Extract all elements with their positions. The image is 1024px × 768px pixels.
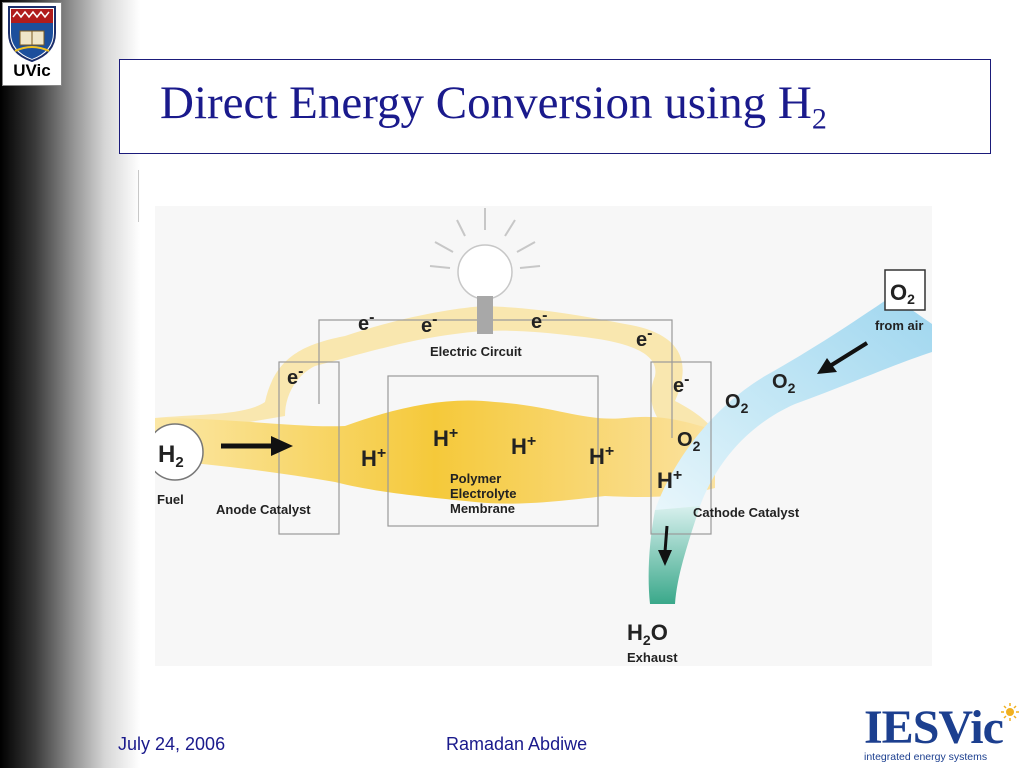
electron-label-4: e- bbox=[636, 325, 652, 351]
cathode-catalyst-box bbox=[650, 361, 712, 535]
proton-label-2: H+ bbox=[433, 425, 458, 451]
electron-label-3: e- bbox=[531, 307, 547, 333]
membrane-label-2: Electrolyte bbox=[450, 486, 516, 501]
electron-label-5: e- bbox=[287, 363, 303, 389]
o2-air-box bbox=[884, 269, 926, 311]
exhaust-label: Exhaust bbox=[627, 650, 678, 665]
from-air-label: from air bbox=[875, 318, 923, 333]
proton-label-4: H+ bbox=[589, 443, 614, 469]
h2o-label: H2O bbox=[627, 620, 668, 648]
iesvic-tagline: integrated energy systems bbox=[864, 751, 988, 763]
anode-catalyst-label: Anode Catalyst bbox=[216, 502, 311, 517]
proton-label-3: H+ bbox=[511, 433, 536, 459]
exhaust-arrow-icon bbox=[658, 525, 672, 566]
membrane-box bbox=[387, 375, 599, 527]
membrane-label-3: Membrane bbox=[450, 501, 515, 516]
electron-label-6: e- bbox=[673, 371, 689, 397]
proton-label-5: H+ bbox=[657, 467, 682, 493]
uvic-logo: UVic bbox=[2, 2, 62, 86]
electron-label-1: e- bbox=[358, 309, 374, 335]
electric-circuit-label: Electric Circuit bbox=[430, 344, 522, 359]
membrane-label-1: Polymer bbox=[450, 471, 501, 486]
cathode-catalyst-label: Cathode Catalyst bbox=[693, 505, 800, 520]
title-box: Direct Energy Conversion using H2 bbox=[119, 59, 991, 154]
fuel-cell-diagram: H2 Fuel O2 from air e- e- e- e- e- e- El… bbox=[146, 206, 932, 666]
uvic-logo-text: UVic bbox=[13, 61, 51, 80]
iesvic-logo-name: IESVic bbox=[864, 701, 1004, 754]
page-title: Direct Energy Conversion using H2 bbox=[160, 77, 827, 136]
o2-air-label: O2 bbox=[890, 280, 915, 307]
electrolyte-band bbox=[155, 400, 715, 504]
fuel-arrow-icon bbox=[221, 436, 293, 456]
o2-label-1: O2 bbox=[725, 391, 749, 416]
left-gradient-bar bbox=[0, 0, 140, 768]
proton-label-1: H+ bbox=[361, 445, 386, 471]
uvic-crest-icon bbox=[8, 6, 56, 63]
o2-label-3: O2 bbox=[677, 429, 701, 454]
footer-author: Ramadan Abdiwe bbox=[446, 734, 588, 754]
air-stream bbox=[655, 296, 932, 510]
light-bulb-icon bbox=[429, 208, 541, 334]
fuel-label: Fuel bbox=[157, 492, 184, 507]
footer-date: July 24, 2006 bbox=[118, 734, 226, 754]
air-arrow-icon bbox=[817, 341, 869, 374]
exhaust-stream bbox=[648, 506, 700, 604]
fuel-cell-svg: H2 Fuel O2 from air e- e- e- e- e- e- El… bbox=[146, 206, 932, 666]
divider-line bbox=[138, 170, 139, 222]
o2-label-2: O2 bbox=[772, 371, 796, 396]
electron-label-2: e- bbox=[421, 311, 437, 337]
h2-fuel-label: H2 bbox=[158, 441, 184, 471]
iesvic-logo: IESVic integrated energy systems bbox=[862, 700, 1022, 766]
sun-icon bbox=[1001, 703, 1019, 721]
